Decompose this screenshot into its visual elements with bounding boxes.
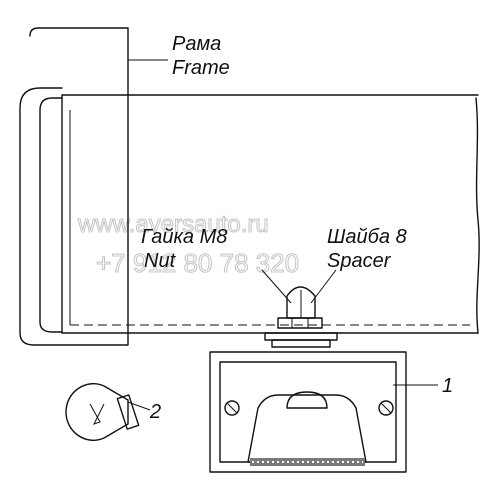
nut xyxy=(277,317,323,329)
nut-label-en: Nut xyxy=(144,250,177,272)
frame-side-rail xyxy=(19,27,129,346)
spacer-leader-line xyxy=(310,269,337,304)
bolt-head xyxy=(286,286,316,319)
spacer-label-en: Spacer xyxy=(327,250,392,272)
callout-2: 2 xyxy=(149,401,161,423)
spare-bulb-base xyxy=(116,394,140,430)
lamp-housing-outer xyxy=(209,351,407,473)
watermark-phone: +7 912 80 78 320 xyxy=(96,248,299,278)
spare-bulb-filament xyxy=(89,403,105,425)
spare-bulb-icon xyxy=(65,383,129,441)
frame-break-line xyxy=(475,97,480,334)
callout-1: 1 xyxy=(442,375,453,397)
watermark-url: www.aversauto.ru xyxy=(77,211,269,238)
lamp-housing-inner xyxy=(219,361,397,463)
lamp-bulb-inside xyxy=(286,391,328,409)
screw-right-slot xyxy=(380,402,392,414)
frame-label-en: Frame xyxy=(172,57,230,79)
spacer-label-ru: Шайба 8 xyxy=(327,226,407,248)
frame-inner-bend xyxy=(39,97,63,333)
screw-left-slot xyxy=(226,402,238,414)
frame-label-ru: Рама xyxy=(172,33,221,55)
callout-2-leader xyxy=(127,401,151,411)
spacer xyxy=(264,332,338,341)
nut-leader-line xyxy=(261,269,292,304)
lamp-window xyxy=(247,394,367,463)
screw-left-icon xyxy=(224,400,240,416)
spacer-lower xyxy=(271,339,331,348)
screw-right-icon xyxy=(378,400,394,416)
nut-label-ru: Гайка М8 xyxy=(141,226,227,248)
